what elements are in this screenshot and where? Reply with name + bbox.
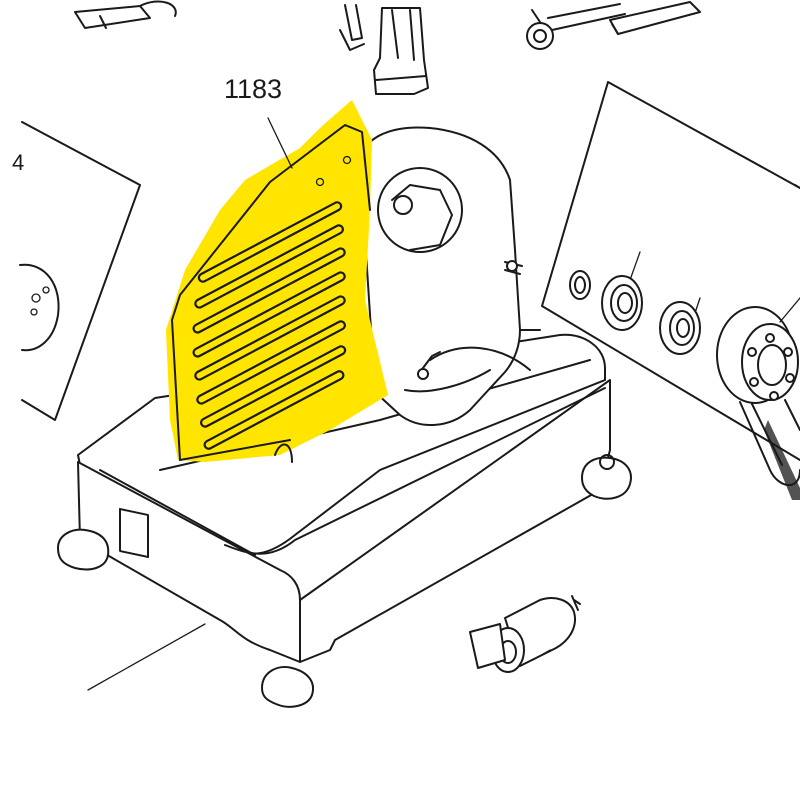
motor-panel-right xyxy=(541,81,800,500)
vent-slots xyxy=(192,201,347,450)
switch-component xyxy=(469,595,581,673)
partial-callout-label: 4 xyxy=(12,150,24,175)
highlighted-side-cover xyxy=(166,100,388,463)
top-bracket-part xyxy=(339,4,429,95)
leader-lines xyxy=(87,623,206,691)
blade-panel-left: 4 xyxy=(12,121,141,421)
slicer-feet xyxy=(57,454,632,708)
part-number-label: 1183 xyxy=(224,74,282,104)
top-left-partial-part xyxy=(74,0,177,29)
part-callout: 1183 xyxy=(224,74,293,169)
top-right-rods xyxy=(526,1,701,50)
